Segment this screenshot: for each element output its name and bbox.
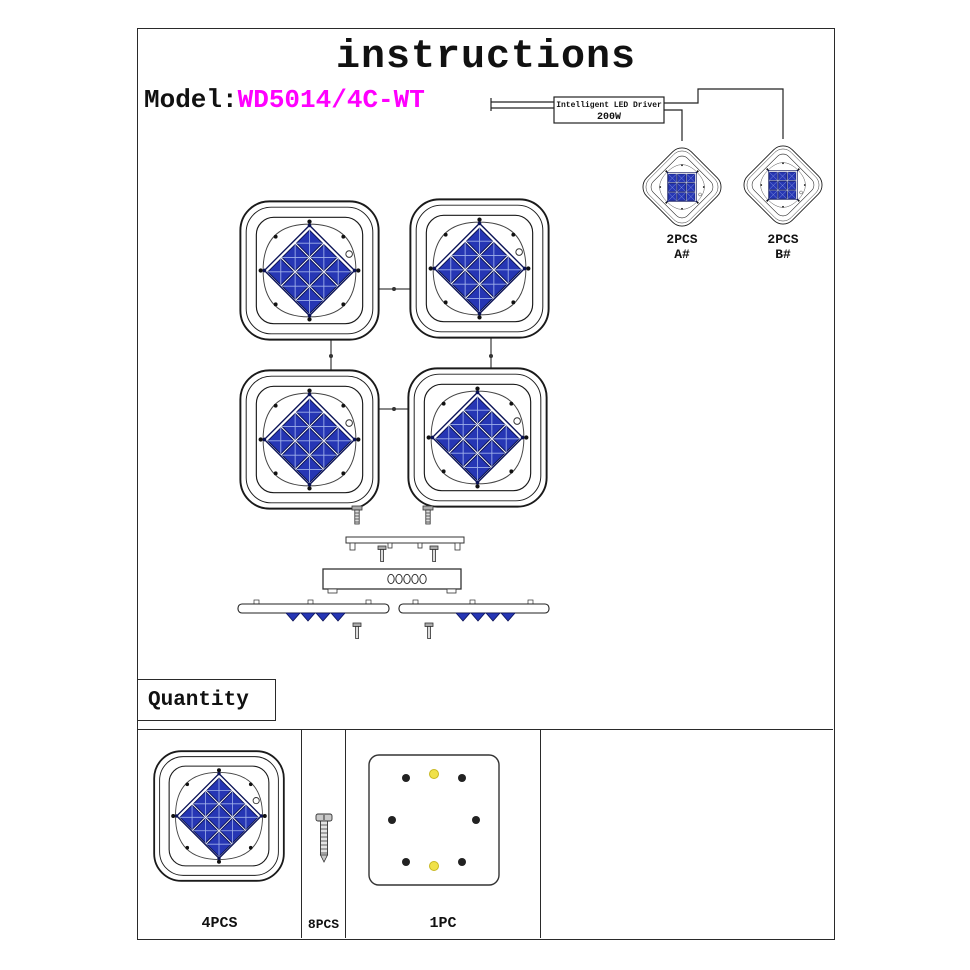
connector-holes: [387, 573, 427, 585]
lamp-b-qty: 2PCS: [767, 232, 798, 247]
model-label: Model:: [144, 85, 238, 115]
lamp-unit-top-left: [240, 201, 378, 339]
lamp-unit-bottom-left: [240, 370, 378, 508]
bracket-screw-right: [429, 545, 439, 562]
driver-name: Intelligent LED Driver: [556, 101, 662, 110]
part-qty-plate: 1PC: [429, 914, 457, 932]
part-cell-plate: 1PC: [346, 730, 541, 938]
screw-icon: [315, 813, 333, 863]
part-cell-lamp: 4PCS: [138, 730, 302, 938]
parts-table: 4PCS 8PCS: [138, 729, 833, 938]
lamp-panel-icon: [138, 730, 302, 938]
driver-power: 200W: [597, 112, 621, 123]
mounting-bracket: [345, 536, 465, 551]
quantity-label: Quantity: [148, 688, 249, 712]
lamp-a-qty: 2PCS: [666, 232, 697, 247]
model-number: WD5014/4C-WT: [237, 85, 425, 115]
model-line: Model:WD5014/4C-WT: [144, 85, 425, 115]
part-cell-screw: 8PCS: [302, 730, 346, 938]
lamp-a-thumbnail: [638, 143, 727, 232]
page-title: instructions: [335, 35, 637, 80]
plate-holes: [388, 774, 480, 866]
lamp-unit-top-right: [410, 199, 548, 337]
assembly-side-view: [237, 505, 550, 639]
lamp-screw-bottom-right: [424, 622, 434, 639]
wire-to-lamp-a: [664, 109, 683, 141]
wire-to-lamp-b: [664, 88, 784, 139]
mounting-screw-top-left: [351, 505, 363, 525]
lamp-b-thumbnail: [739, 141, 828, 230]
power-input-wires: [490, 98, 554, 111]
part-qty-lamp: 4PCS: [201, 914, 238, 932]
quantity-header: Quantity: [138, 679, 276, 721]
ceiling-canopy: [322, 568, 462, 594]
plate-holes-yellow: [429, 769, 439, 871]
lamp-side-profile-left: [237, 599, 390, 622]
bracket-screw-left: [377, 545, 387, 562]
mounting-plate-icon: [368, 754, 500, 886]
page-border: instructions Model:WD5014/4C-WT: [137, 28, 835, 940]
wiring-and-assembly-diagram: Intelligent LED Driver 200W 2PCS A# 2PCS…: [237, 88, 833, 639]
mounting-screw-top-right: [422, 505, 434, 525]
lamp-a-code: A#: [674, 247, 690, 262]
lamp-b-code: B#: [775, 247, 791, 262]
led-driver-wiring: [490, 88, 784, 141]
lamp-unit-bottom-right: [408, 368, 546, 506]
led-driver-box: [553, 96, 665, 124]
part-cell-empty: [541, 730, 832, 938]
lamp-side-profile-right: [398, 599, 550, 622]
lamp-screw-bottom-left: [352, 622, 362, 639]
part-qty-screw: 8PCS: [307, 916, 340, 932]
